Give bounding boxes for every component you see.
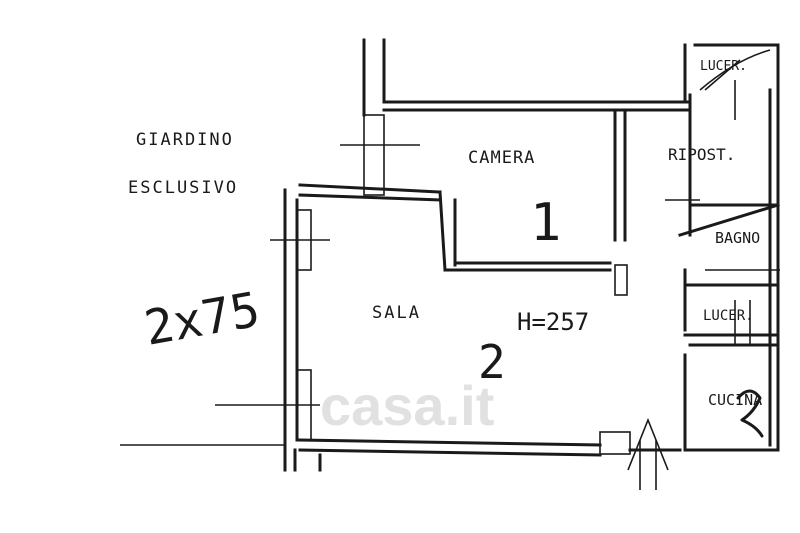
watermark: casa.it (320, 374, 494, 437)
garden-label-line1: GIARDINO (136, 130, 234, 150)
dimension-mark: 2x75 (140, 282, 264, 357)
walls (120, 38, 780, 490)
ripostiglio-label: RIPOST. (668, 145, 735, 164)
sala-label: SALA (372, 303, 421, 323)
garden-label-line2: ESCLUSIVO (128, 178, 238, 198)
ceiling-height-label: H=257 (517, 308, 589, 336)
camera-room-number: 1 (530, 193, 561, 253)
sala-room-number: 2 (478, 335, 506, 389)
camera-label: CAMERA (468, 148, 535, 168)
room-labels: GIARDINO ESCLUSIVO CAMERA RIPOST. BAGNO … (128, 59, 762, 409)
bagno-label: BAGNO (715, 229, 760, 247)
top-right-label: LUCER. (700, 59, 747, 74)
cucina-label: CUCINA (708, 391, 762, 409)
lucernario-label: LUCER. (703, 308, 754, 324)
